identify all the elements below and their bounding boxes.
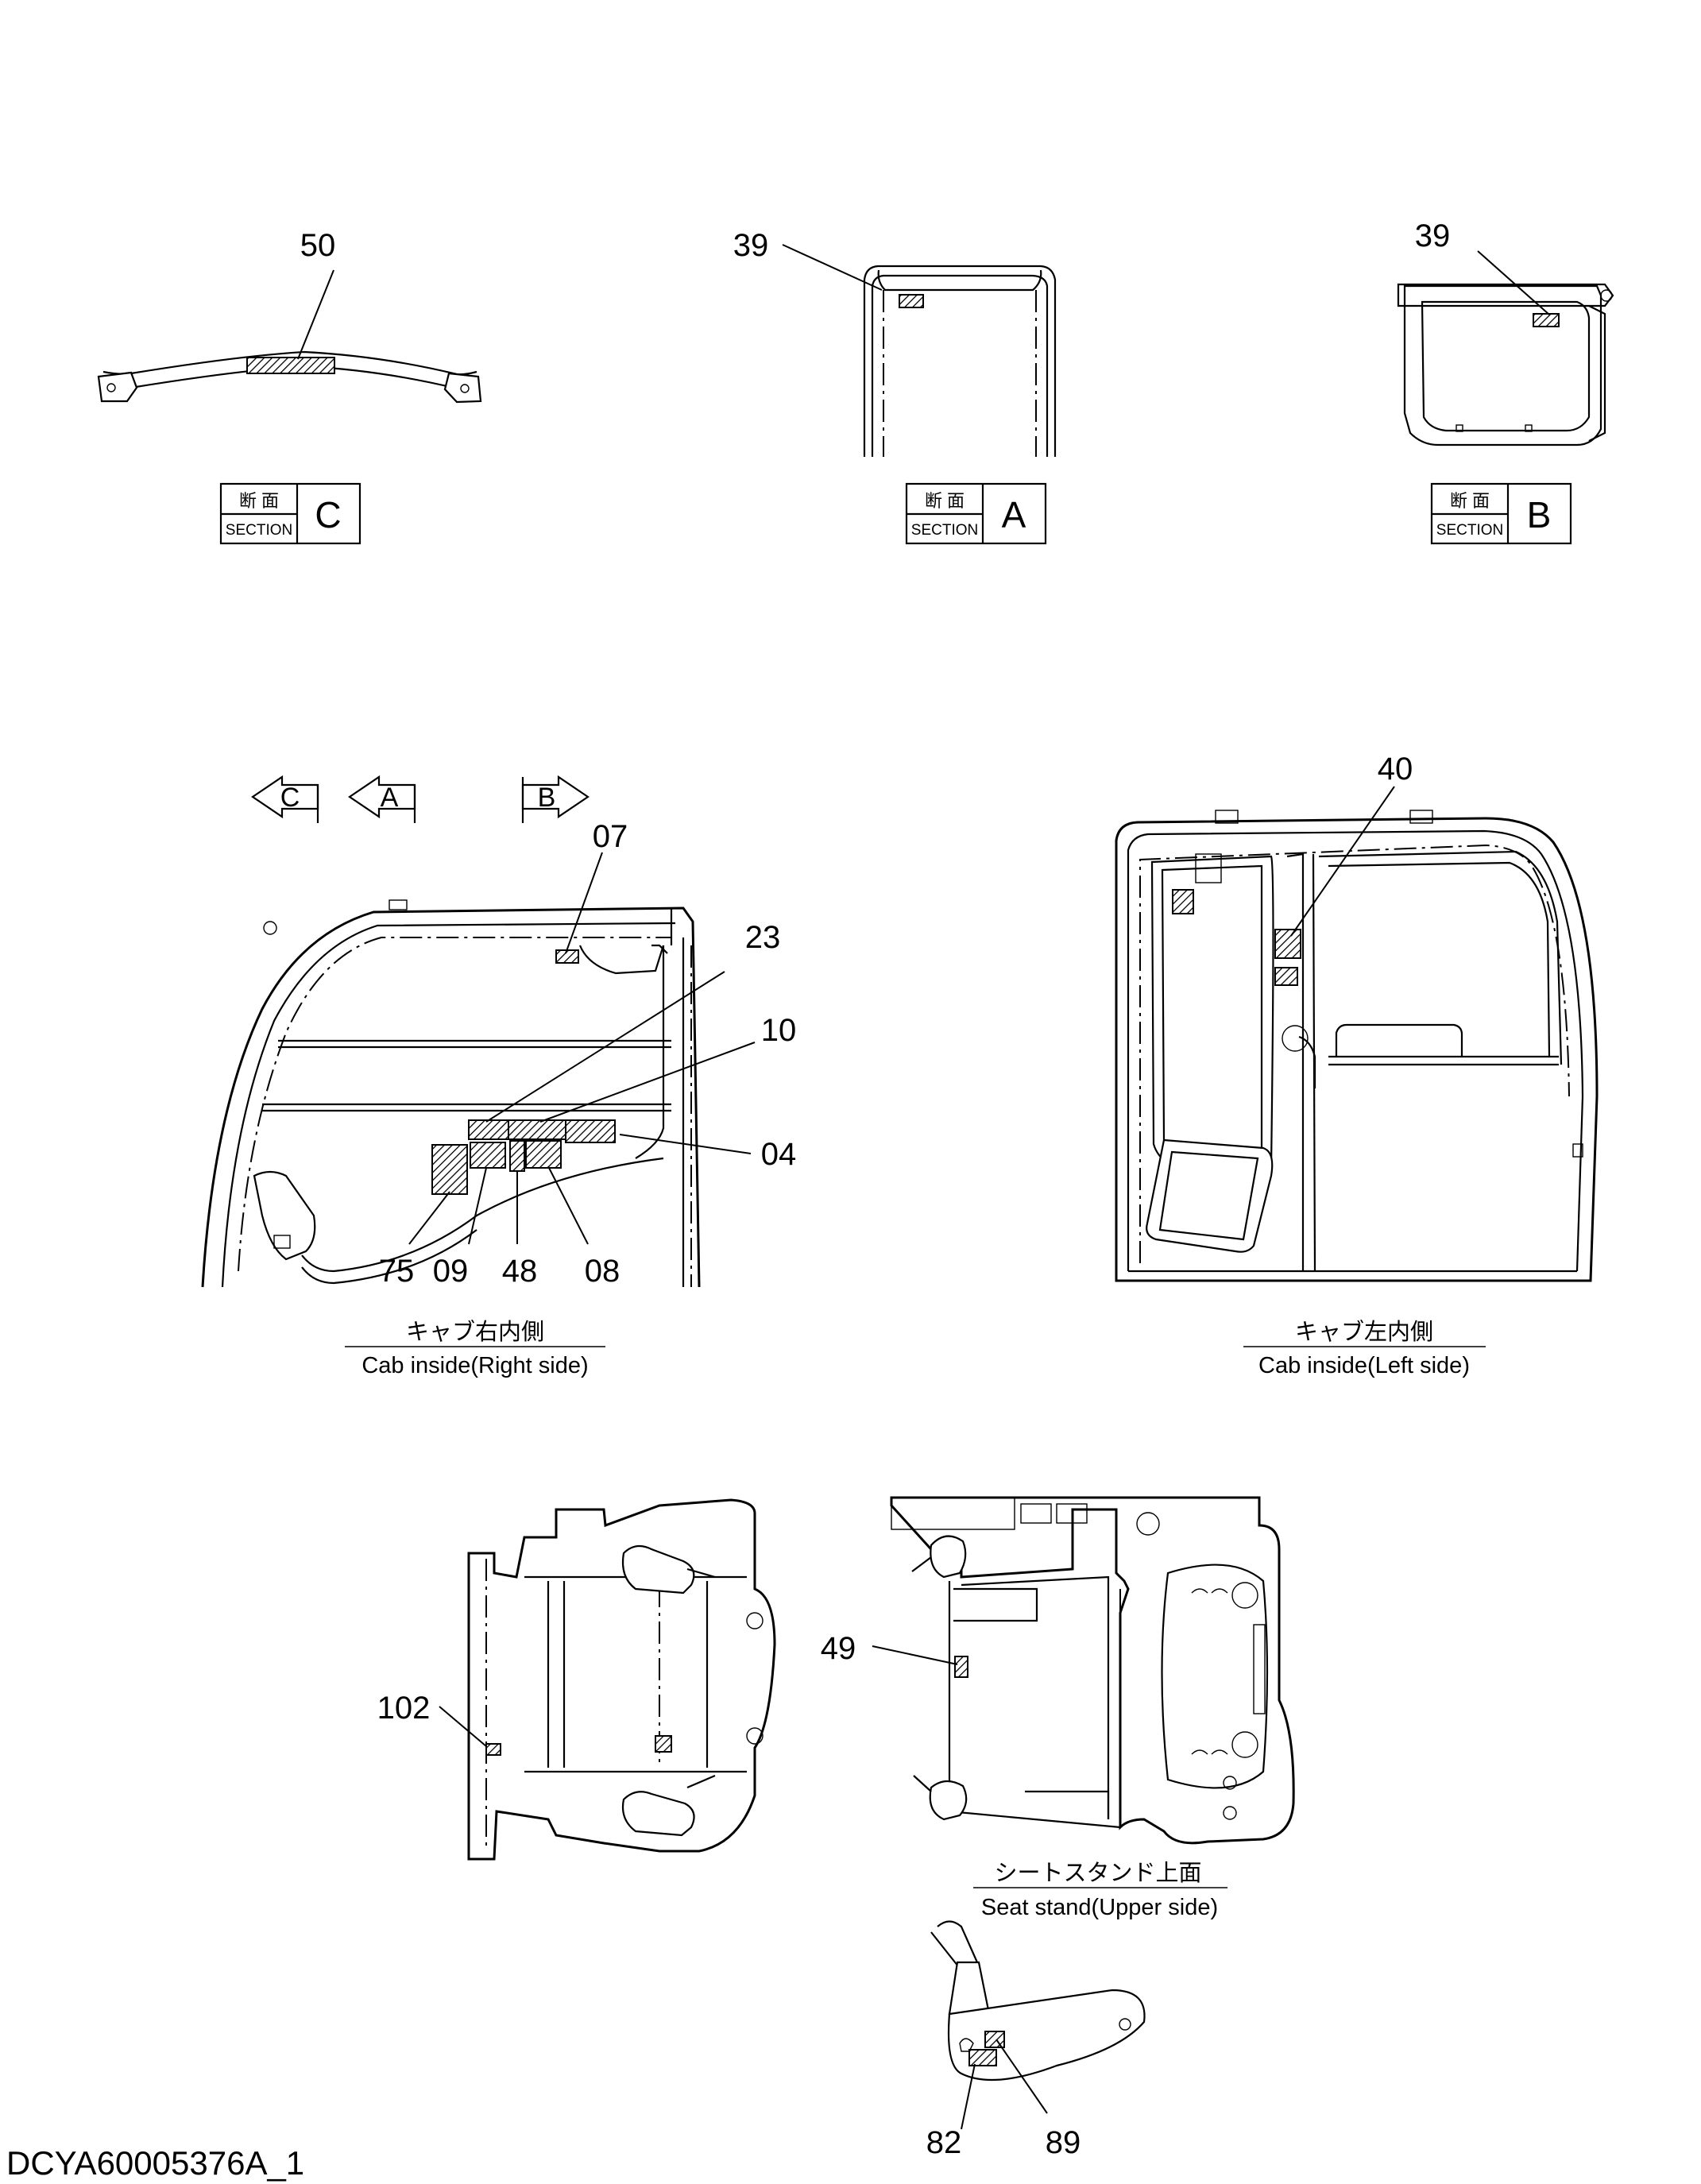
part-number-82: 82 bbox=[926, 2125, 962, 2160]
label-10-marker bbox=[508, 1119, 566, 1140]
section-c-title-box: 断 面 SECTION C bbox=[219, 482, 361, 545]
part-number-50: 50 bbox=[300, 228, 336, 263]
seat-joystick-lower-icon bbox=[929, 1780, 968, 1821]
label-39b-marker bbox=[1533, 313, 1560, 327]
cab-left-caption-jp: キャブ左内側 bbox=[1295, 1319, 1433, 1345]
seat-cushion-icon bbox=[1161, 1564, 1269, 1789]
part-number-23: 23 bbox=[745, 920, 781, 955]
label-82-marker bbox=[968, 2049, 997, 2066]
section-b-view: 39 bbox=[1397, 218, 1614, 446]
cab-right-caption-jp: キャブ右内側 bbox=[406, 1319, 544, 1345]
part-number-09: 09 bbox=[433, 1254, 469, 1289]
section-a-title-box: 断 面 SECTION A bbox=[905, 482, 1047, 545]
part-number-04: 04 bbox=[761, 1137, 797, 1172]
section-arrow-b-letter: B bbox=[538, 783, 556, 813]
drawing-id: DCYA60005376A_1 bbox=[6, 2144, 304, 2182]
section-c-letter: C bbox=[315, 494, 341, 535]
lever-grip-icon bbox=[947, 1989, 1146, 2082]
section-arrow-a: A bbox=[348, 775, 416, 823]
label-07-marker bbox=[555, 949, 579, 964]
seat-stand-view: 49 シートスタンド上面 Seat stand(Upper side) bbox=[821, 1496, 1295, 1920]
cab-right-view: 07 23 10 04 75 09 48 08 キャブ右内側 Cab insid… bbox=[201, 819, 797, 1378]
label-console-marker bbox=[655, 1735, 672, 1753]
seat-stand-caption-en: Seat stand(Upper side) bbox=[981, 1895, 1218, 1920]
section-c-en: SECTION bbox=[226, 522, 292, 539]
part-number-07: 07 bbox=[593, 819, 628, 854]
console-view: 102 bbox=[377, 1498, 776, 1861]
section-a-view: 39 bbox=[733, 228, 1057, 457]
section-arrow-c-letter: C bbox=[280, 783, 300, 813]
section-a-en: SECTION bbox=[911, 522, 978, 539]
end-bracket-left-icon bbox=[97, 371, 138, 403]
section-c-jp: 断 面 bbox=[239, 491, 279, 511]
part-number-49: 49 bbox=[821, 1631, 856, 1666]
section-arrow-b: B bbox=[521, 775, 590, 823]
label-left-a-marker bbox=[1172, 889, 1194, 914]
label-49-marker bbox=[954, 1656, 968, 1678]
label-102-marker bbox=[485, 1743, 501, 1756]
part-number-39-b: 39 bbox=[1415, 218, 1451, 253]
label-89-marker bbox=[984, 2031, 1005, 2048]
label-08-marker bbox=[525, 1140, 562, 1169]
section-a-jp: 断 面 bbox=[925, 491, 965, 511]
section-a-letter: A bbox=[1002, 494, 1026, 535]
seat-stand-caption-jp: シートスタンド上面 bbox=[994, 1861, 1201, 1886]
part-number-40: 40 bbox=[1378, 752, 1413, 787]
section-b-letter: B bbox=[1527, 494, 1552, 535]
section-arrow-a-letter: A bbox=[381, 783, 399, 813]
part-number-48: 48 bbox=[502, 1254, 538, 1289]
section-c-view: 50 bbox=[97, 228, 482, 404]
cab-left-view: 40 キャブ左内側 Cab inside(Left side) bbox=[1115, 752, 1599, 1378]
lever-grip-view: 82 89 bbox=[926, 1920, 1146, 2160]
right-lever-icon bbox=[253, 1170, 316, 1261]
label-48-marker bbox=[509, 1140, 525, 1172]
section-b-title-box: 断 面 SECTION B bbox=[1430, 482, 1572, 545]
part-number-89: 89 bbox=[1046, 2125, 1081, 2160]
section-b-en: SECTION bbox=[1436, 522, 1503, 539]
rear-window-panel-icon bbox=[1146, 1138, 1274, 1253]
cab-left-caption-en: Cab inside(Left side) bbox=[1258, 1353, 1470, 1378]
label-50-marker bbox=[246, 357, 335, 374]
part-number-75: 75 bbox=[379, 1254, 415, 1289]
part-number-08: 08 bbox=[585, 1254, 620, 1289]
label-09-marker bbox=[470, 1142, 506, 1169]
label-left-b-marker bbox=[1274, 967, 1298, 986]
joystick-upper-icon bbox=[621, 1544, 695, 1595]
part-number-10: 10 bbox=[761, 1013, 797, 1048]
label-75-marker bbox=[431, 1144, 468, 1195]
part-number-102: 102 bbox=[377, 1691, 431, 1726]
section-b-jp: 断 面 bbox=[1450, 491, 1490, 511]
end-bracket-right-icon bbox=[443, 372, 482, 404]
section-arrow-c: C bbox=[251, 775, 319, 823]
seat-joystick-upper-icon bbox=[930, 1535, 967, 1579]
grip-boot-icon bbox=[948, 1961, 991, 2016]
joystick-lower-icon bbox=[621, 1791, 695, 1837]
label-40-marker bbox=[1274, 929, 1301, 959]
label-04-marker bbox=[565, 1119, 616, 1143]
part-number-39-a: 39 bbox=[733, 228, 769, 263]
label-39a-marker bbox=[899, 294, 924, 308]
label-23-marker bbox=[468, 1119, 511, 1140]
cab-right-caption-en: Cab inside(Right side) bbox=[361, 1353, 588, 1378]
